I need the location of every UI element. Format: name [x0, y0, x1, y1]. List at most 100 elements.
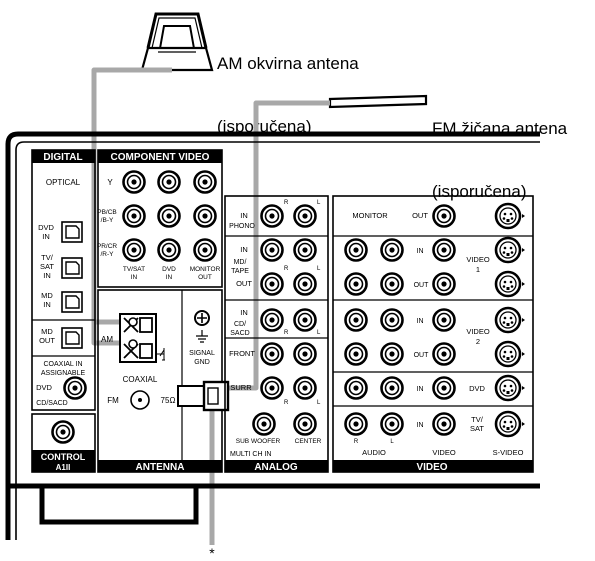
comp-monitor-pb-jack — [193, 204, 217, 228]
video2-label-2: 2 — [476, 337, 480, 346]
cdsacd-l-label: L — [317, 330, 321, 336]
comp-dvd-in-label-2: IN — [166, 274, 173, 281]
video2-in-label: IN — [417, 318, 424, 325]
video2-out-video-jack — [432, 342, 456, 366]
am-antenna-callout-line2: (isporučena) — [217, 117, 312, 136]
comp-dvd-in-label-1: DVD — [162, 266, 176, 273]
dvd-label: DVD — [469, 384, 485, 393]
comp-dvd-y-jack — [157, 170, 181, 194]
analog-header: ANALOG — [254, 462, 298, 473]
vid-monitor-label: MONITOR — [352, 211, 388, 220]
video1-in-audio-r-jack — [344, 238, 368, 262]
coax-cdsacd-label: CD/SACD — [36, 400, 68, 407]
dvd-svideo-jack — [494, 374, 527, 402]
cdsacd-l-jack — [293, 308, 317, 332]
center-jack — [293, 412, 317, 436]
control-header: CONTROL — [41, 452, 86, 462]
asterisk-mark: * — [209, 545, 215, 561]
phono-label: PHONO — [229, 223, 255, 230]
video2-in-video-jack — [432, 308, 456, 332]
mdtape-label-1: MD/ — [234, 259, 247, 266]
tvsat-svideo-jack — [494, 410, 527, 438]
optical-dvd-in-jack — [61, 221, 83, 243]
cdsacd-in-label: IN — [240, 308, 248, 317]
optical-md-in-jack — [61, 291, 83, 313]
video2-out-audio-r-jack — [344, 342, 368, 366]
monitor-video-out-jack — [432, 204, 456, 228]
md-out-label-1: MD — [41, 327, 53, 336]
phono-r-jack — [260, 204, 284, 228]
video-column-label: VIDEO — [432, 448, 456, 457]
phono-l-label: L — [317, 200, 321, 206]
center-label: CENTER — [295, 438, 322, 445]
surr-label: SURR — [230, 383, 252, 392]
comp-tvsat-pb-jack — [122, 204, 146, 228]
component-video-header: COMPONENT VIDEO — [111, 152, 210, 163]
video2-in-audio-l-jack — [380, 308, 404, 332]
control-a1-jack — [51, 420, 75, 444]
comp-pr-label-2: /R-Y — [101, 251, 115, 258]
digital-header: DIGITAL — [43, 152, 82, 163]
phono-l-jack — [293, 204, 317, 228]
cdsacd-label-2: SACD — [230, 330, 249, 337]
mdtape-out-l-jack — [293, 272, 317, 296]
tvsat-video-jack — [432, 412, 456, 436]
dvd-video-jack — [432, 376, 456, 400]
coax-dvd-label: DVD — [36, 383, 52, 392]
video2-out-audio-l-jack — [380, 342, 404, 366]
am-label: AM — [101, 335, 113, 344]
phono-r-label: R — [284, 200, 289, 206]
monitor-svideo-out-jack — [494, 202, 527, 230]
video2-out-label: OUT — [414, 352, 430, 359]
antenna-section: ANTENNA AM COAXIAL FM 75Ω SIGNAL GND — [97, 289, 230, 473]
mdtape-label-2: TAPE — [231, 268, 249, 275]
coaxial-dvd-jack — [63, 376, 87, 400]
mdtape-in-r-jack — [260, 238, 284, 262]
fm-wire-antenna — [328, 94, 428, 109]
tvsat-audio-l-jack — [380, 412, 404, 436]
analog-section: ANALOG IN PHONO R L IN MD/ TAPE OUT R L … — [224, 195, 329, 473]
cdsacd-label-1: CD/ — [234, 321, 246, 328]
mdtape-out-label: OUT — [236, 279, 252, 288]
coaxial-label: COAXIAL — [123, 375, 158, 384]
mdtape-in-label: IN — [240, 245, 248, 254]
antenna-header: ANTENNA — [136, 462, 185, 473]
comp-tvsat-pr-jack — [122, 238, 146, 262]
component-video-section: COMPONENT VIDEO Y PB/CB /B-Y PR/CR /R-Y … — [97, 149, 223, 288]
md-in-label-2: IN — [43, 300, 51, 309]
optical-tvsat-in-jack — [61, 257, 83, 279]
video2-in-svideo-jack — [494, 306, 527, 334]
cdsacd-r-label: R — [284, 330, 289, 336]
signal-gnd-label-1: SIGNAL — [189, 350, 215, 357]
video1-out-audio-r-jack — [344, 272, 368, 296]
dvd-in-label-2: IN — [42, 232, 50, 241]
comp-tvsat-in-label-1: TV/SAT — [123, 266, 145, 273]
mdtape-r-label: R — [284, 266, 289, 272]
fm-label: FM — [107, 396, 119, 405]
control-section: CONTROL A1II — [31, 413, 96, 473]
optical-label: OPTICAL — [46, 178, 81, 187]
tvsat-in-label-2: SAT — [40, 262, 54, 271]
video2-in-audio-r-jack — [344, 308, 368, 332]
tvsat-audio-r-jack — [344, 412, 368, 436]
tvsat-in-label: IN — [417, 422, 424, 429]
front-l-jack — [293, 342, 317, 366]
tvsat-in-label-1: TV/ — [41, 253, 54, 262]
comp-tvsat-in-label-2: IN — [131, 274, 138, 281]
audio-column-label: AUDIO — [362, 448, 386, 457]
dvd-audio-l-jack — [380, 376, 404, 400]
dvd-in-label-1: DVD — [38, 223, 54, 232]
vid-monitor-out-label: OUT — [412, 211, 428, 220]
subwoofer-jack — [252, 412, 276, 436]
video-header: VIDEO — [416, 462, 447, 473]
assignable-label: ASSIGNABLE — [41, 370, 86, 377]
comp-monitor-y-jack — [193, 170, 217, 194]
mdtape-out-r-jack — [260, 272, 284, 296]
coaxial-in-label: COAXIAL IN — [43, 361, 82, 368]
subwoofer-label: SUB WOOFER — [236, 438, 281, 445]
surr-l-label: L — [317, 400, 321, 406]
audio-l-label: L — [390, 439, 394, 445]
audio-r-label: R — [354, 439, 359, 445]
control-sub-header: A1II — [56, 463, 71, 472]
